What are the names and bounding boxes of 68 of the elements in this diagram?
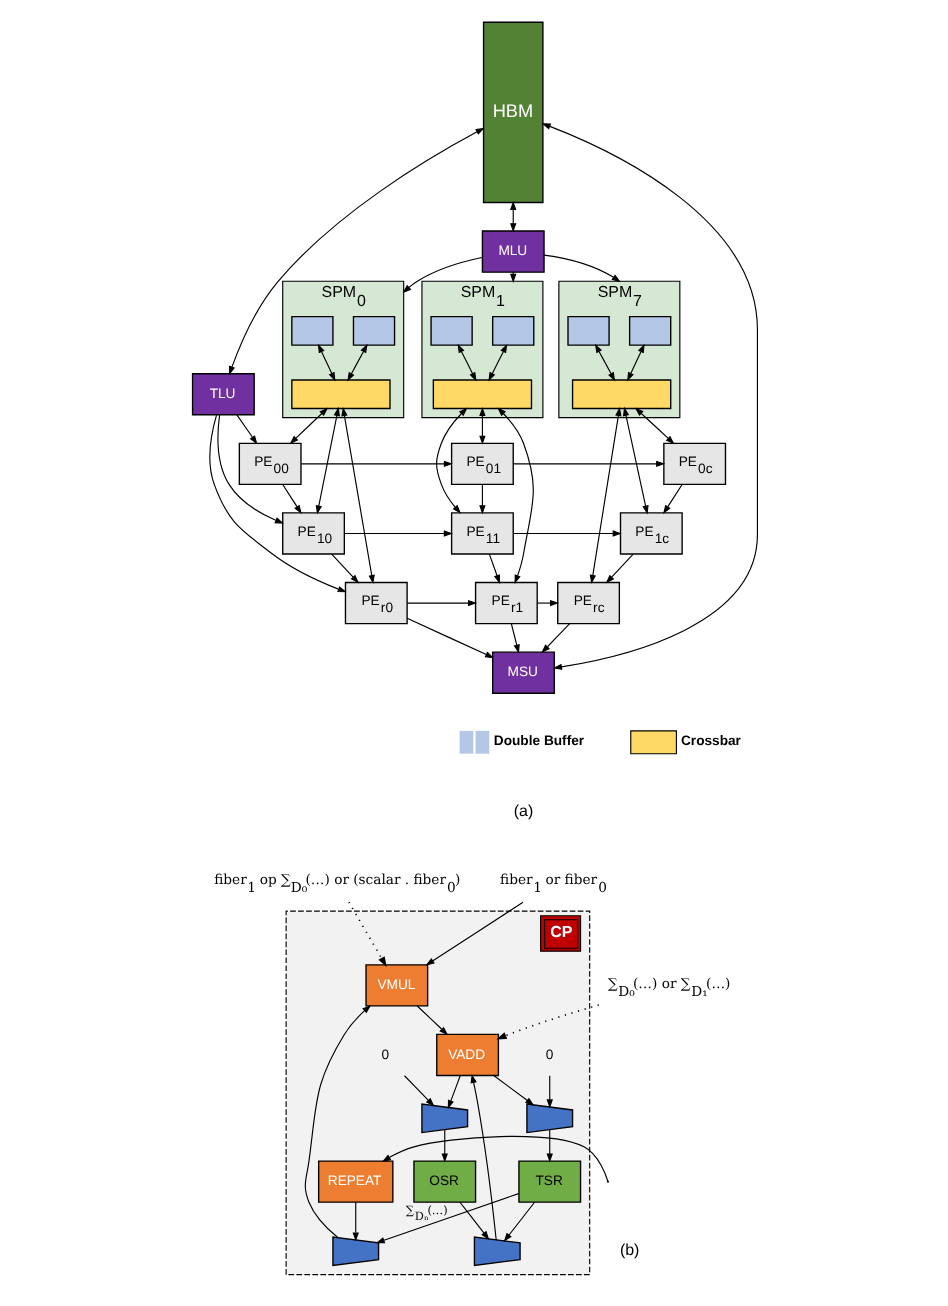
arrow xyxy=(380,1135,608,1182)
node-box xyxy=(566,315,609,346)
arrow xyxy=(424,901,523,966)
arrow xyxy=(456,343,476,382)
arrow xyxy=(330,553,359,584)
arrow xyxy=(593,343,615,382)
arrow xyxy=(545,1129,552,1163)
arrow xyxy=(314,406,339,515)
arrow xyxy=(511,460,665,468)
arrow xyxy=(235,414,257,445)
node-box xyxy=(290,379,390,410)
node-box xyxy=(627,315,671,346)
arrow xyxy=(288,407,328,445)
arrow xyxy=(208,414,346,593)
arrow xyxy=(405,617,494,659)
arrow xyxy=(316,343,335,382)
arrow xyxy=(509,623,519,654)
arrow xyxy=(446,1075,460,1110)
node-box: HBM xyxy=(481,21,543,204)
arrow xyxy=(478,483,485,515)
node-trapezoid xyxy=(525,1103,573,1134)
arrow xyxy=(542,254,620,283)
node-box xyxy=(431,379,532,410)
arrow xyxy=(228,127,484,376)
arrow xyxy=(588,406,621,585)
node-trapezoid xyxy=(331,1236,379,1267)
node-box xyxy=(429,315,472,346)
arrow xyxy=(492,1075,534,1106)
arrow xyxy=(496,407,533,584)
arrow xyxy=(401,256,482,294)
arrow xyxy=(458,1201,489,1241)
arrow xyxy=(281,483,301,515)
arrow xyxy=(540,123,757,670)
arrow xyxy=(662,483,682,515)
node-box xyxy=(351,315,395,346)
node-trapezoid xyxy=(420,1103,468,1134)
arrow xyxy=(216,414,284,524)
arrow xyxy=(435,407,467,514)
arrow xyxy=(502,1201,535,1242)
arrow xyxy=(440,1129,447,1163)
arrow xyxy=(495,1004,599,1040)
arrow xyxy=(545,1075,552,1109)
arrow xyxy=(374,1193,519,1244)
arrow xyxy=(303,1004,371,1238)
arrow xyxy=(511,530,621,537)
arrow xyxy=(621,406,648,515)
arrow xyxy=(340,406,374,585)
arrow xyxy=(633,407,674,445)
arrow xyxy=(402,1075,434,1107)
arrow xyxy=(347,901,386,967)
arrow xyxy=(540,623,570,654)
arrow xyxy=(478,406,485,445)
arrow xyxy=(487,553,499,584)
arrow xyxy=(535,599,559,607)
arrow xyxy=(626,343,644,382)
node-box xyxy=(290,315,333,346)
node-box xyxy=(491,315,534,346)
arrow xyxy=(487,343,507,382)
node-box xyxy=(570,379,671,410)
arrow xyxy=(604,553,633,584)
arrow xyxy=(342,530,452,537)
arrow xyxy=(415,1005,448,1036)
arrow xyxy=(469,1073,496,1241)
arrow xyxy=(351,1201,358,1242)
arrow xyxy=(346,343,367,382)
arrow xyxy=(405,599,477,607)
node-trapezoid xyxy=(472,1236,520,1267)
arrow xyxy=(299,460,452,468)
